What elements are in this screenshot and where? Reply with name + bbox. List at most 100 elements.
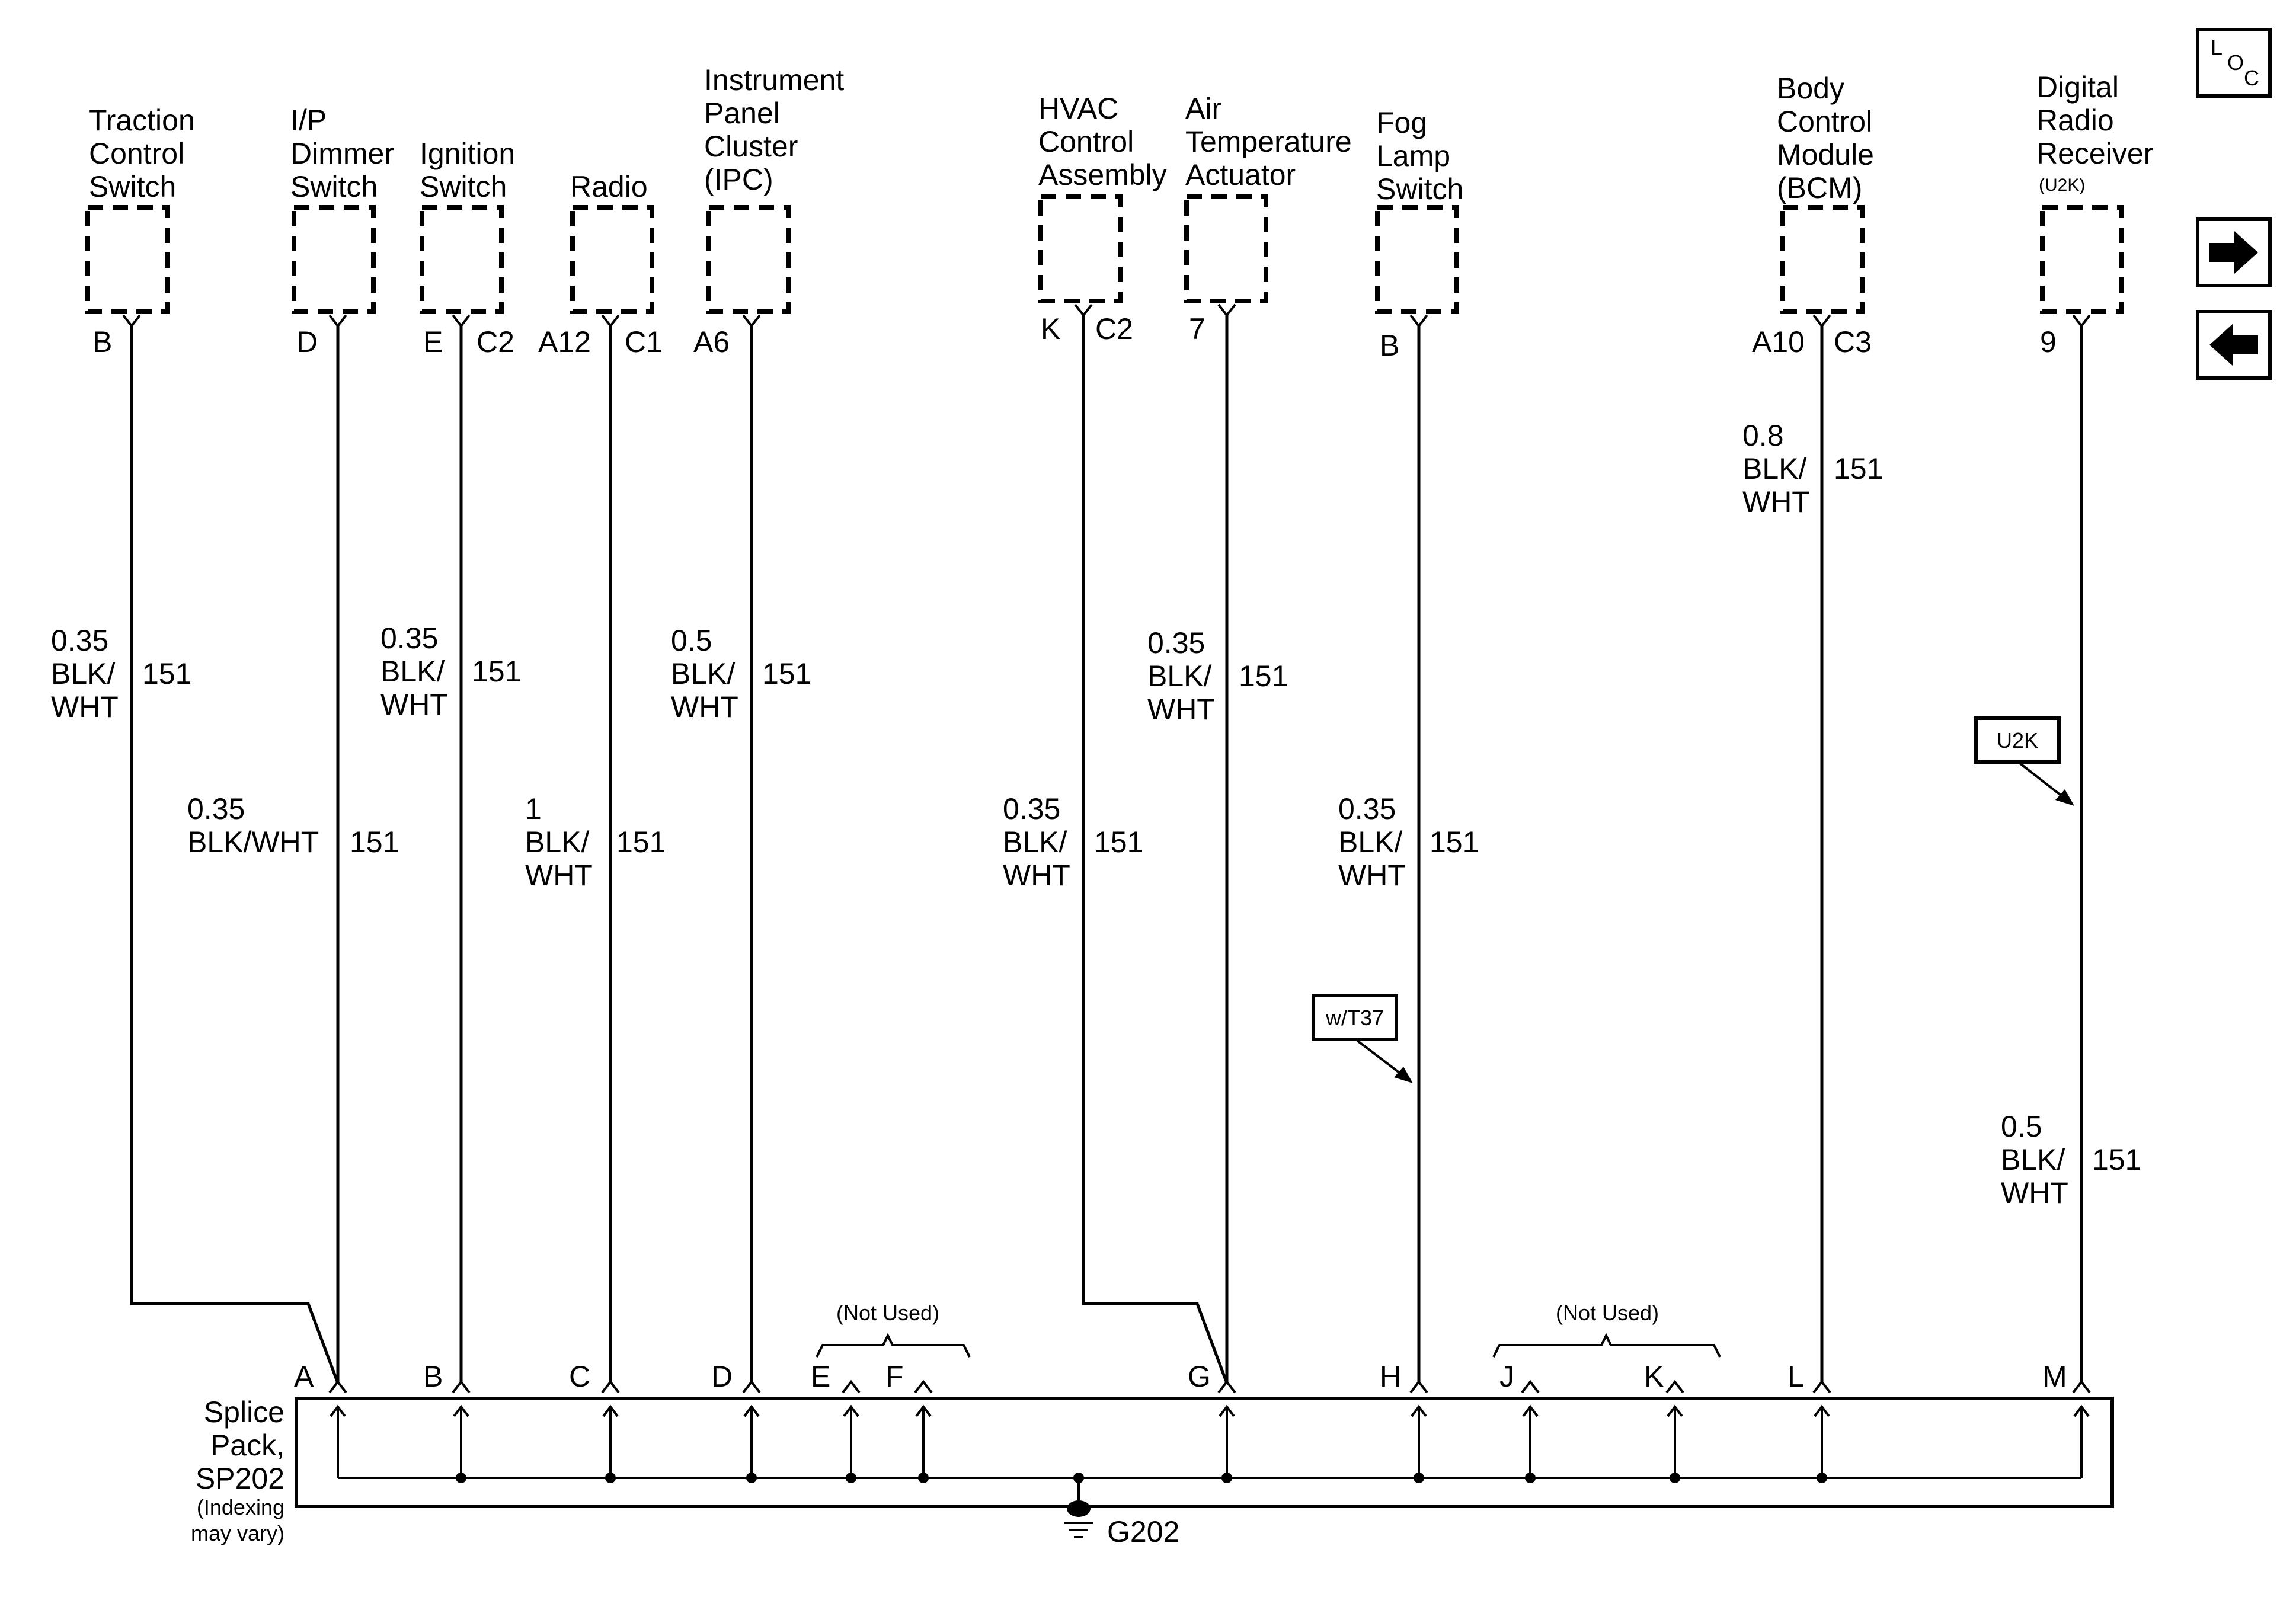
component-traction-label: Traction Control Switch [89,104,195,203]
svg-text:Module: Module [1777,138,1874,171]
component-bcm-label: Body Control Module (BCM) [1777,72,1874,204]
svg-text:0.35: 0.35 [1147,626,1205,660]
svg-text:Splice: Splice [204,1395,284,1429]
wire-label-digital-radio: 0.5 BLK/ WHT 151 [2001,1110,2141,1209]
component-traction-box [85,205,170,314]
component-radio-box [570,205,654,314]
svg-text:A6: A6 [693,325,730,359]
component-bcm-box [1780,205,1865,314]
next-page-button[interactable] [2196,217,2272,287]
svg-text:BLK/: BLK/ [1003,825,1067,859]
svg-text:0.5: 0.5 [671,624,712,657]
svg-text:0.8: 0.8 [1742,419,1784,452]
wire-label-traction: 0.35 BLK/ WHT 151 [51,624,191,724]
component-ignition-label: Ignition Switch [420,137,515,203]
svg-text:Radio: Radio [570,170,648,203]
svg-text:U2K: U2K [1997,728,2038,753]
svg-text:BLK/: BLK/ [1338,825,1403,859]
svg-text:Switch: Switch [1376,172,1463,206]
svg-text:C2: C2 [1095,312,1133,345]
splice-connectors [328,1379,2091,1394]
svg-text:K: K [1644,1360,1664,1393]
svg-text:151: 151 [762,657,811,690]
svg-text:E: E [811,1360,830,1393]
splice-terminal-labels: A B C D E F G H J K L M [294,1360,2067,1393]
svg-text:Ignition: Ignition [420,137,515,170]
svg-text:Switch: Switch [420,170,507,203]
wire-label-ignition: 0.35 BLK/ WHT 151 [380,622,521,721]
svg-text:WHT: WHT [51,690,119,724]
svg-text:B: B [92,325,112,359]
svg-text:Control: Control [89,137,184,170]
svg-text:BLK/WHT: BLK/WHT [187,825,319,859]
pin-labels: B D E C2 A12 C1 A6 K C2 7 B A10 C3 9 [92,312,2057,362]
svg-text:WHT: WHT [1742,485,1810,518]
svg-text:Fog: Fog [1376,106,1427,139]
svg-text:151: 151 [616,825,666,859]
component-hvac-box [1038,194,1123,303]
svg-text:I/P: I/P [290,104,327,137]
splice-internal-bus [330,1404,2090,1483]
svg-text:BLK/: BLK/ [1742,452,1807,485]
svg-text:Air: Air [1185,92,1221,125]
svg-text:0.35: 0.35 [187,792,245,825]
svg-text:Radio: Radio [2036,104,2114,137]
svg-text:1: 1 [525,792,542,825]
svg-text:D: D [296,325,318,359]
svg-text:(IPC): (IPC) [704,163,773,196]
svg-text:G: G [1188,1360,1211,1393]
wire-traction [130,326,340,1384]
svg-text:9: 9 [2040,325,2057,359]
wire-label-air-temp: 0.35 BLK/ WHT 151 [1147,626,1288,726]
wire-hvac [1082,315,1229,1384]
svg-text:BLK/: BLK/ [51,657,116,690]
svg-text:WHT: WHT [2001,1176,2068,1209]
svg-text:B: B [423,1360,443,1393]
svg-text:Switch: Switch [290,170,378,203]
svg-text:BLK/: BLK/ [1147,660,1212,693]
svg-text:A12: A12 [538,325,591,359]
svg-text:0.35: 0.35 [51,624,108,657]
wire-label-radio: 1 BLK/ WHT 151 [525,792,666,892]
svg-text:(Not Used): (Not Used) [836,1301,939,1325]
svg-text:Dimmer: Dimmer [290,137,394,170]
svg-text:Actuator: Actuator [1185,158,1296,191]
svg-text:WHT: WHT [525,859,593,892]
svg-text:Cluster: Cluster [704,130,798,163]
svg-text:C1: C1 [625,325,663,359]
svg-text:151: 151 [472,655,521,688]
svg-text:L: L [1787,1360,1804,1393]
svg-text:Lamp: Lamp [1376,139,1450,172]
svg-text:F: F [885,1360,904,1393]
svg-text:Pack,: Pack, [210,1429,284,1462]
svg-text:Control: Control [1038,125,1134,158]
component-air-temp-box [1184,194,1268,303]
svg-text:(Not Used): (Not Used) [1556,1301,1659,1325]
svg-text:Instrument: Instrument [704,63,844,97]
splice-pack-box [295,1397,2114,1508]
svg-text:WHT: WHT [1338,859,1406,892]
svg-text:0.35: 0.35 [1338,792,1396,825]
loc-button[interactable]: L O C [2196,28,2272,98]
svg-text:Panel: Panel [704,97,780,130]
svg-text:C: C [569,1360,590,1393]
splice-pack-title: Splice Pack, SP202 (Indexing may vary) [191,1395,284,1545]
svg-text:(Indexing: (Indexing [197,1495,284,1519]
svg-text:(U2K): (U2K) [2039,175,2085,195]
component-radio-label: Radio [570,170,648,203]
component-ipc-box [706,205,791,314]
component-ipc-label: Instrument Panel Cluster (IPC) [704,63,844,196]
svg-text:C3: C3 [1834,325,1872,359]
svg-text:Temperature: Temperature [1185,125,1352,158]
component-fog-lamp-label: Fog Lamp Switch [1376,106,1463,206]
svg-text:Digital: Digital [2036,71,2119,104]
component-fog-lamp-box [1375,205,1459,314]
svg-text:A10: A10 [1752,325,1805,359]
svg-text:Traction: Traction [89,104,195,137]
svg-text:Control: Control [1777,105,1872,138]
svg-text:0.5: 0.5 [2001,1110,2042,1143]
svg-text:Body: Body [1777,72,1844,105]
component-ip-dimmer-box [292,205,376,314]
prev-page-button[interactable] [2196,310,2272,380]
